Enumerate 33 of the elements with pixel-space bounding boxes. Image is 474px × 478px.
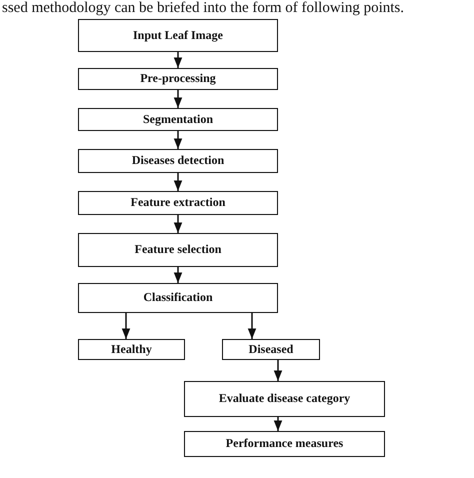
arrow [174, 267, 182, 283]
step-label: Input Leaf Image [132, 28, 223, 42]
arrow [174, 215, 182, 233]
step-label: Segmentation [143, 112, 213, 126]
step-label: Classification [143, 291, 213, 305]
step-label: Healthy [111, 342, 152, 356]
process-box [184, 381, 385, 417]
step-label: Feature selection [134, 243, 222, 257]
arrow [174, 173, 182, 191]
step-label: Diseases detection [132, 154, 224, 168]
step-label: Feature extraction [130, 196, 226, 210]
process-box [78, 149, 278, 173]
step-label: Performance measures [226, 437, 344, 451]
process-box [78, 283, 278, 313]
process-box [78, 68, 278, 90]
process-box [78, 19, 278, 52]
arrow [274, 417, 282, 431]
arrow [248, 313, 256, 339]
arrow [174, 52, 182, 68]
step-label: Diseased [248, 342, 294, 356]
arrow [174, 90, 182, 108]
process-box [78, 191, 278, 215]
body-text: ssed methodology can be briefed into the form of following points. [2, 0, 404, 17]
step-label: Pre-processing [140, 72, 216, 86]
process-box [78, 339, 185, 360]
arrow [122, 313, 130, 339]
process-box [222, 339, 320, 360]
arrow [274, 360, 282, 381]
step-label: Evaluate disease category [218, 392, 350, 406]
process-box [78, 108, 278, 131]
arrow [174, 131, 182, 149]
process-box [78, 233, 278, 267]
process-box [184, 431, 385, 457]
